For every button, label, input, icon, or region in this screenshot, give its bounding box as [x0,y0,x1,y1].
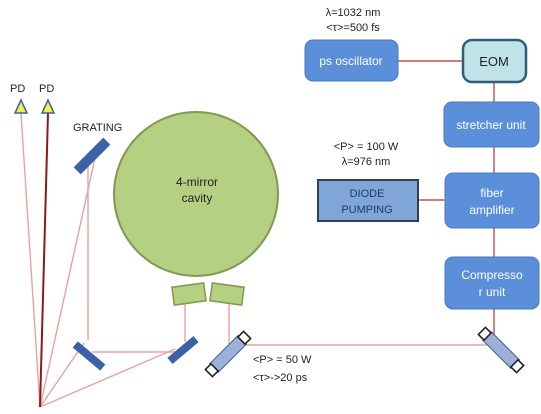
mounted-mirror-right [477,326,525,374]
photodiodes: PD PD [10,83,56,114]
diode-pumping-box: DIODE PUMPING [317,179,419,222]
eom-label: EOM [479,54,509,69]
beam-fan-c [39,157,96,408]
pump-lambda-label: λ=976 nm [342,156,391,168]
mounted-mirror-input [204,330,252,378]
pump-power-label: <P> = 100 W [334,141,399,153]
cavity-label-line2: cavity [182,191,213,205]
stretcher-box: stretcher unit [443,101,540,148]
diode-label-line2: PUMPING [341,204,392,216]
compressor-label-line1: Compresso [461,268,523,282]
ps-oscillator-box: ps oscillator [304,39,399,82]
cavity-mirror-left [171,282,207,306]
stretcher-label: stretcher unit [456,118,526,132]
laser-lambda-label: λ=1032 nm [326,7,381,19]
beam-fan-b [39,348,176,408]
diode-label-line1: DIODE [350,188,385,200]
pd-left-label: PD [10,83,25,95]
pd-right-icon [40,98,56,114]
grating-label: GRATING [73,122,122,134]
beam-to-pd-right [39,112,49,408]
pd-left-icon [13,98,29,114]
fiber-amplifier-box: fiber amplifier [444,172,540,229]
cavity-circle [113,111,279,277]
beam-fan-a [39,342,85,408]
cavity-mirror-right [209,282,245,306]
ps-oscillator-label: ps oscillator [319,54,382,68]
steering-mirror-left [72,341,106,371]
output-power-label: <P> = 50 W [253,354,312,366]
compressor-label-line2: r unit [479,285,506,299]
fiber-label-line1: fiber [480,186,503,200]
pd-right-label: PD [39,83,54,95]
laser-tau-label: <τ>=500 fs [326,22,380,34]
grating-icon [73,137,111,175]
beam-to-pd-left [20,112,41,408]
cavity-label-line1: 4-mirror [176,175,218,189]
compressor-box: Compresso r unit [444,256,540,310]
four-mirror-cavity: 4-mirror cavity [113,111,279,306]
eom-box: EOM [461,38,528,84]
fiber-label-line2: amplifier [469,203,514,217]
steering-mirror-bottom [167,336,199,364]
beam-paths [20,60,495,408]
output-tau-label: <τ>->20 ps [253,372,308,384]
